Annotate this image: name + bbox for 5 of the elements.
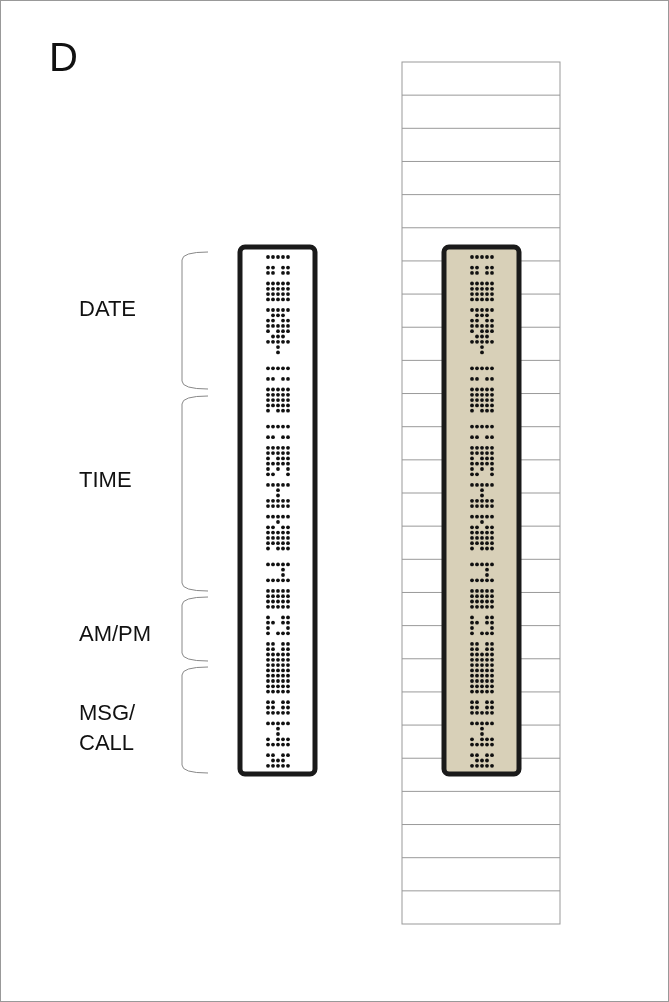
section-label: AM/PM <box>79 620 153 648</box>
section-label: TIME <box>79 466 133 494</box>
section-label: DATE <box>79 295 138 323</box>
panel-letter: D <box>49 34 78 80</box>
section-label: MSG/ CALL <box>79 699 137 757</box>
